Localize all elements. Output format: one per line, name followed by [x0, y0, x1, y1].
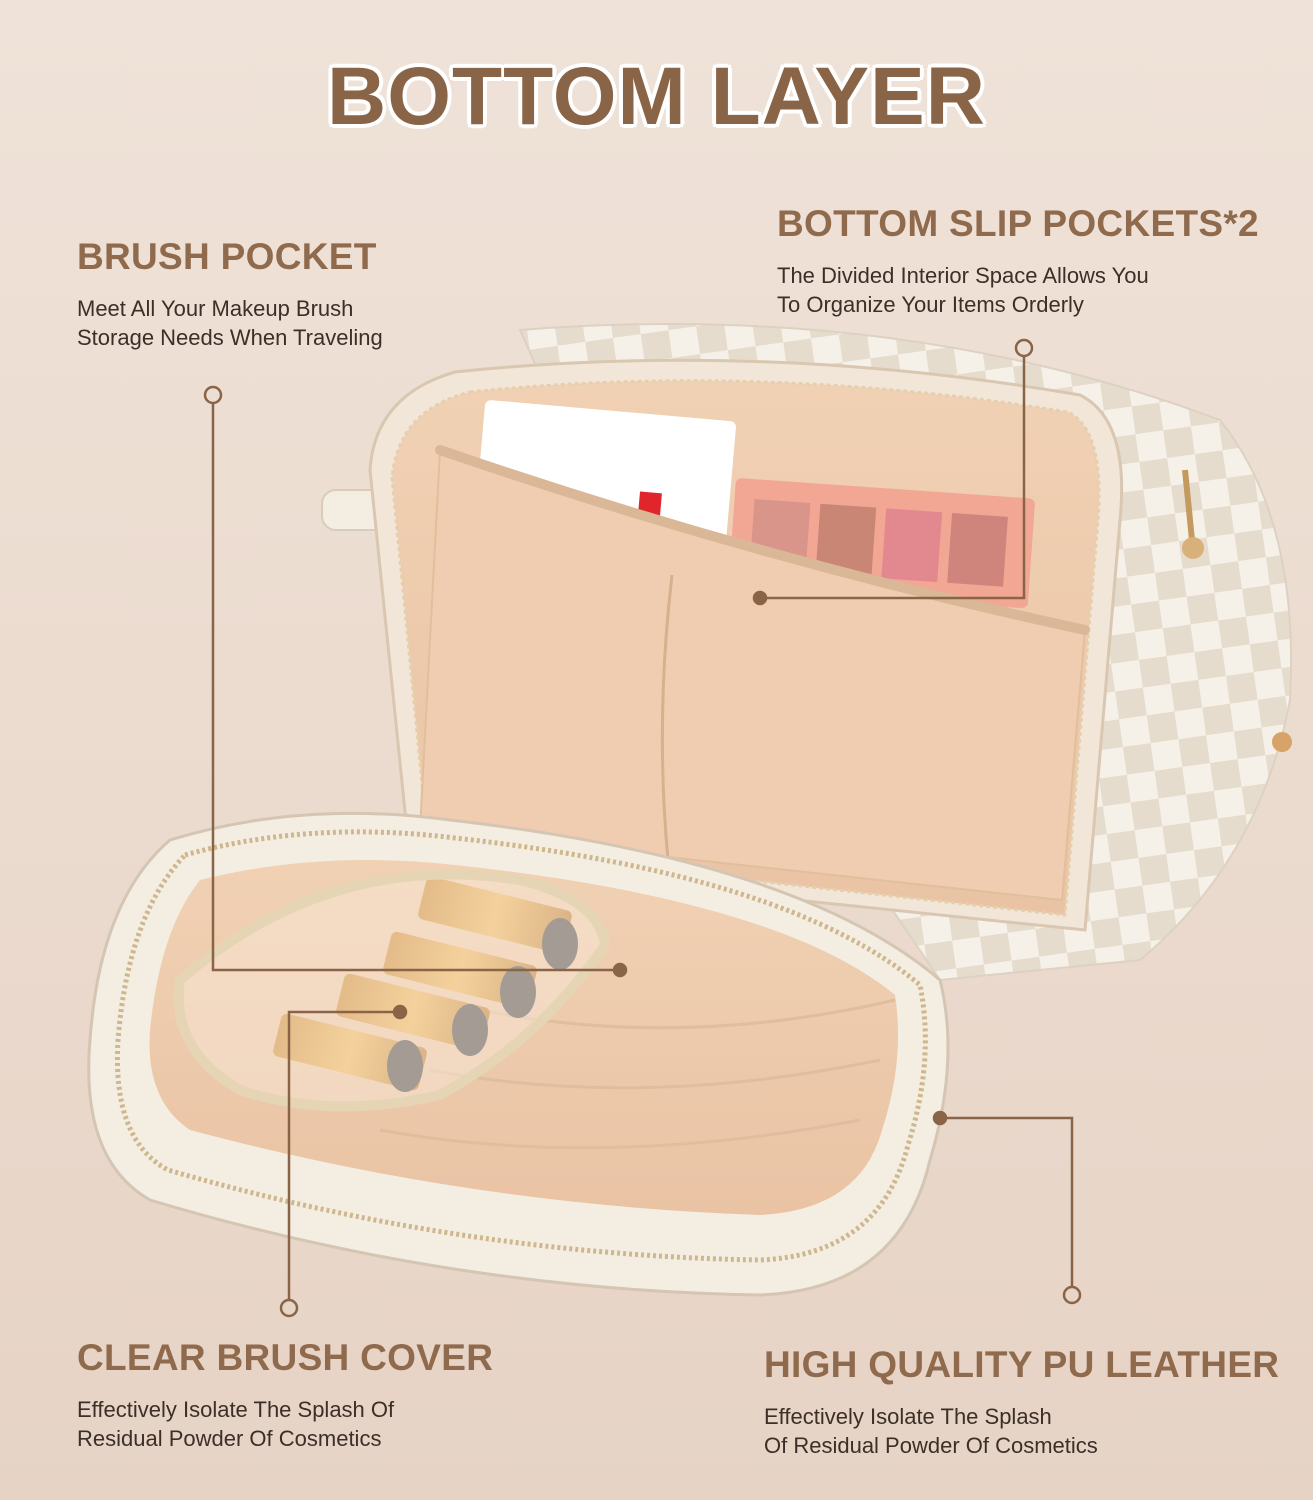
feature-description: Meet All Your Makeup Brush Storage Needs…: [77, 296, 383, 350]
callout-dot-slip-pockets: [1014, 338, 1034, 358]
feature-description: Effectively Isolate The Splash Of Residu…: [77, 1397, 395, 1451]
feature-brush-cover: CLEAR BRUSH COVER Effectively Isolate Th…: [77, 1337, 493, 1453]
zipper-pull: [1182, 469, 1195, 541]
feature-pu-leather: HIGH QUALITY PU LEATHER Effectively Isol…: [764, 1344, 1279, 1460]
rivet: [1272, 732, 1292, 752]
feature-slip-pockets: BOTTOM SLIP POCKETS*2 The Divided Interi…: [777, 203, 1259, 319]
clear-cover: [173, 869, 611, 1112]
feature-description: Effectively Isolate The Splash Of Residu…: [764, 1404, 1098, 1458]
callout-dot-brush-pocket: [203, 385, 223, 405]
page-title: BOTTOM LAYER: [327, 51, 986, 142]
feature-description: The Divided Interior Space Allows You To…: [777, 263, 1149, 317]
callout-lines: [203, 338, 1082, 1318]
callout-dot-brush-cover: [279, 1298, 299, 1318]
feature-title: BOTTOM SLIP POCKETS*2: [777, 203, 1259, 244]
feature-title: HIGH QUALITY PU LEATHER: [764, 1344, 1280, 1385]
feature-brush-pocket: BRUSH POCKET Meet All Your Makeup Brush …: [77, 236, 383, 352]
feature-title: CLEAR BRUSH COVER: [77, 1337, 494, 1378]
eyeshadow-palette: [728, 478, 1035, 609]
feature-title: BRUSH POCKET: [77, 236, 377, 277]
bottom-tray: [87, 811, 950, 1297]
upper-compartment: [368, 358, 1124, 932]
callout-dot-pu-leather: [1062, 1285, 1082, 1305]
